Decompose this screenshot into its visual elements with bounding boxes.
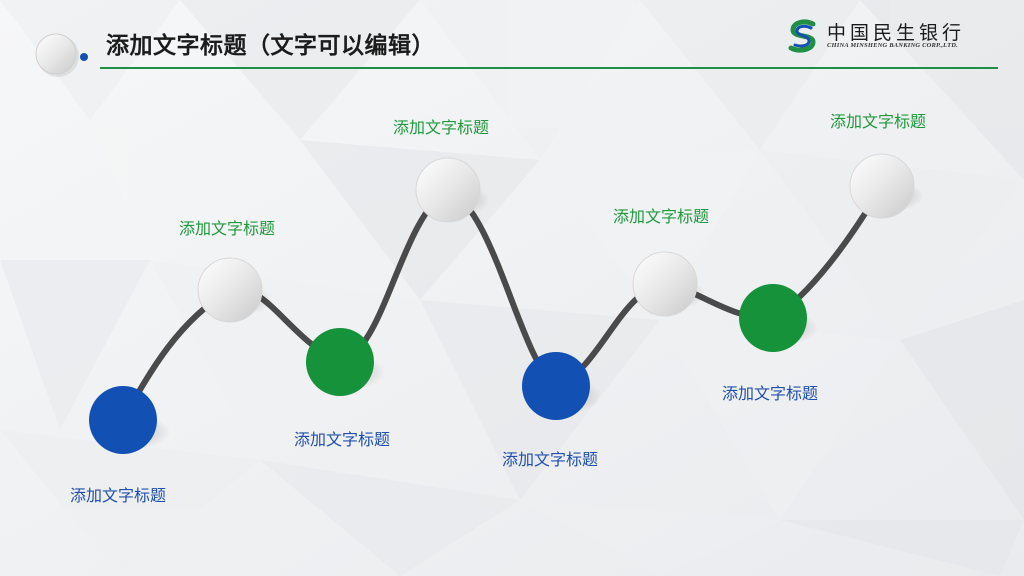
milestone-label-4: 添加文字标题: [393, 118, 490, 137]
node-4: [415, 157, 481, 223]
header-circle-icon: [35, 33, 77, 75]
milestone-label-6: 添加文字标题: [613, 207, 710, 226]
bank-logo-icon: [788, 19, 816, 53]
node-5: [522, 352, 590, 420]
milestone-label-2: 添加文字标题: [179, 219, 276, 238]
bank-logo: 中国民生银行 CHINA MINSHENG BANKING CORP.,LTD.: [785, 18, 995, 54]
header-dot-icon: [80, 53, 88, 61]
node-2: [197, 257, 263, 323]
node-8: [849, 153, 915, 219]
node-3: [306, 328, 374, 396]
milestone-label-3: 添加文字标题: [294, 430, 391, 449]
milestone-label-7: 添加文字标题: [722, 384, 819, 403]
page-title: 添加文字标题（文字可以编辑）: [106, 33, 435, 59]
milestone-label-8: 添加文字标题: [830, 112, 927, 131]
milestone-label-5: 添加文字标题: [502, 450, 599, 469]
node-7: [739, 284, 807, 352]
bank-name-en: CHINA MINSHENG BANKING CORP.,LTD.: [827, 42, 958, 49]
bank-name-cn: 中国民生银行: [827, 22, 966, 44]
node-6: [632, 251, 698, 317]
node-1: [89, 386, 157, 454]
title-divider: [100, 67, 998, 69]
milestone-label-1: 添加文字标题: [70, 486, 167, 505]
